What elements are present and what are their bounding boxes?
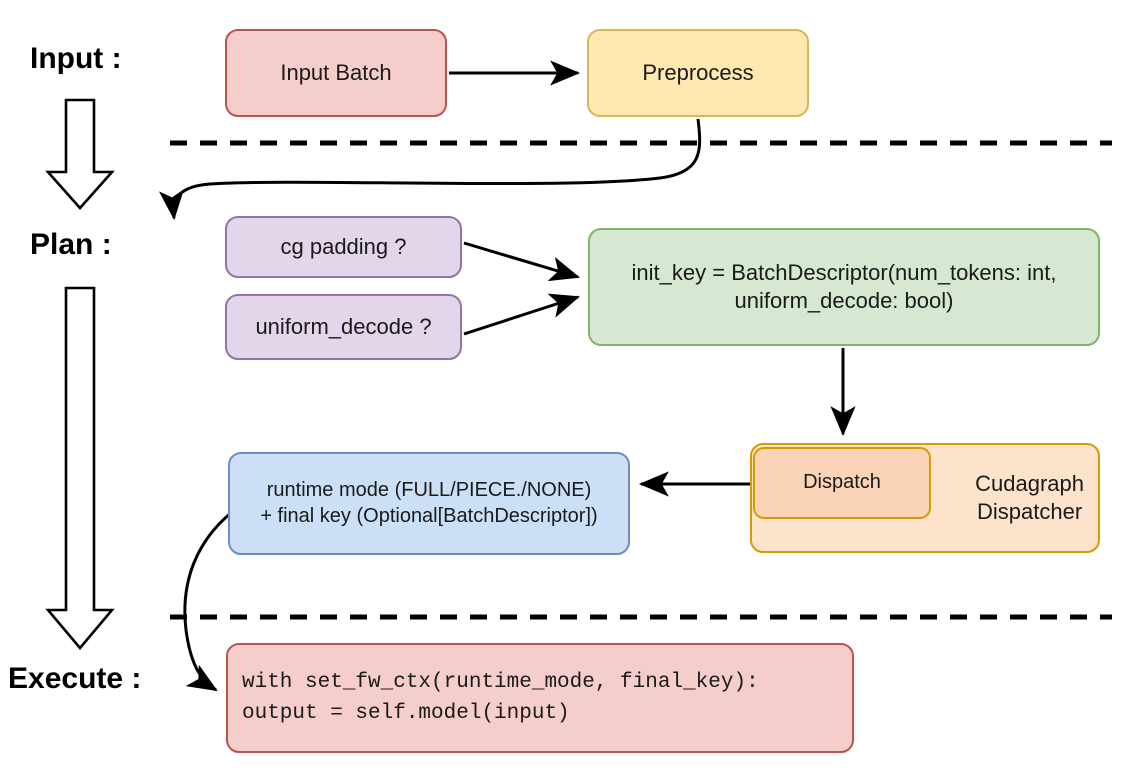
node-init-key[interactable]: init_key = BatchDescriptor(num_tokens: i… (588, 228, 1100, 346)
node-exec-code[interactable]: with set_fw_ctx(runtime_mode, final_key)… (226, 643, 854, 753)
edge-cg-padding-to-init-key (463, 241, 581, 282)
stage-label-input: Input : (30, 42, 122, 75)
node-dispatch[interactable]: Dispatch (753, 447, 931, 519)
node-preprocess[interactable]: Preprocess (587, 29, 809, 117)
stage-label-plan: Plan : (30, 228, 112, 261)
stage-label-execute: Execute : (8, 662, 142, 695)
edge-preprocess-to-cg-padding (158, 118, 702, 221)
node-runtime-mode[interactable]: runtime mode (FULL/PIECE./NONE) + final … (228, 452, 630, 555)
node-uniform-decode[interactable]: uniform_decode ? (225, 294, 462, 360)
flow-arrow-plan-to-execute (45, 286, 115, 651)
node-cudagraph-dispatcher-label: Cudagraph Dispatcher (975, 470, 1084, 524)
node-cg-padding[interactable]: cg padding ? (225, 216, 462, 278)
flow-arrow-input-to-plan (45, 98, 115, 210)
edge-uniform-decode-to-init-key (463, 293, 580, 336)
edge-runtime-mode-to-exec-code (183, 510, 233, 692)
node-input-batch[interactable]: Input Batch (225, 29, 447, 117)
